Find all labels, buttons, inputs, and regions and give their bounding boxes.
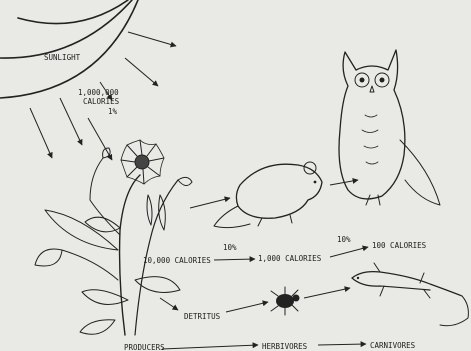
- pct-producer-to-herbivore: 10%: [223, 243, 237, 252]
- arrow-producers-to-herbivores: [162, 345, 258, 349]
- arrow-detritus-to-beetle: [226, 302, 268, 312]
- sun-calories-unit: CALORIES: [83, 97, 120, 106]
- arrow-plant-to-detritus: [160, 298, 178, 310]
- herbivore-calories-label: 1,000 CALORIES: [258, 254, 322, 263]
- lizard-illustration: [352, 263, 468, 326]
- sun-icon: [0, 0, 138, 98]
- pct-herbivore-to-carnivore: 10%: [337, 235, 351, 244]
- flowering-plant-illustration: [35, 140, 192, 335]
- beetle-icon: [271, 287, 300, 315]
- sunlight-label: SUNLIGHT: [44, 53, 81, 62]
- arrow-beetle-to-lizard: [304, 288, 350, 298]
- herbivores-label: HERBIVORES: [262, 342, 308, 351]
- mouse-illustration: [214, 162, 322, 228]
- carnivore-calories-label: 100 CALORIES: [372, 241, 427, 250]
- producers-label: PRODUCERS: [124, 343, 165, 351]
- sun-calories-amount: 1,000,000: [78, 88, 119, 97]
- arrow-plant-to-mouse: [190, 198, 230, 208]
- arrow-producer-to-herbivore-calories: [214, 259, 255, 260]
- producer-calories-label: 10,000 CALORIES: [143, 256, 211, 265]
- detritus-label: DETRITUS: [184, 312, 221, 321]
- sun-percent-label: 1%: [108, 107, 118, 116]
- carnivores-label: CARNIVORES: [370, 341, 416, 350]
- owl-illustration: [339, 50, 440, 205]
- arrow-herbivore-to-carnivore-calories: [330, 247, 368, 257]
- arrow-herbivores-to-carnivores: [318, 344, 366, 345]
